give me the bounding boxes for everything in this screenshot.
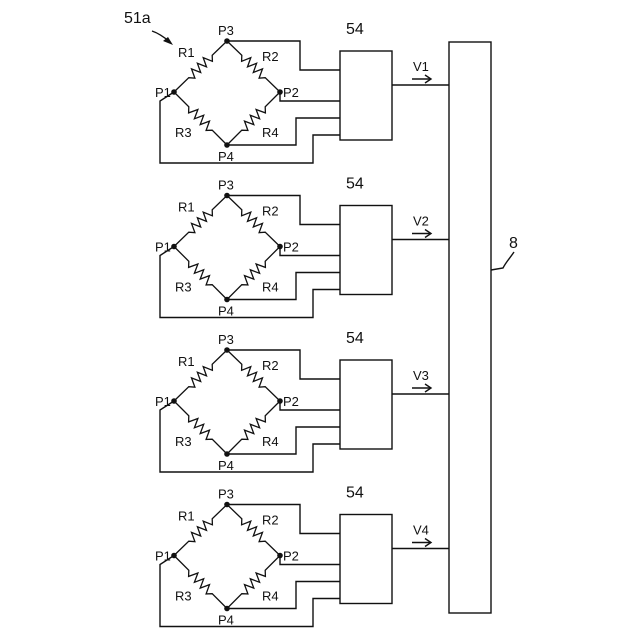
node-label-p3: P3: [218, 487, 234, 502]
node-label-p2: P2: [283, 394, 299, 409]
node-label-p1: P1: [155, 240, 171, 255]
resistor-label-r3: R3: [175, 434, 192, 449]
resistor-label-r3: R3: [175, 589, 192, 604]
wire-5: [227, 427, 340, 454]
node-label-p4: P4: [218, 613, 234, 628]
circuits: 54V1P1P2P3P4R1R2R3R454V2P1P2P3P4R1R2R3R4…: [155, 21, 449, 628]
resistor-label-r1: R1: [178, 509, 195, 524]
node-label-p4: P4: [218, 304, 234, 319]
resistor-label-r1: R1: [178, 354, 195, 369]
resistor-label-r4: R4: [262, 125, 279, 140]
node-label-p2: P2: [283, 240, 299, 255]
node-label-p3: P3: [218, 178, 234, 193]
controller-block: [449, 42, 491, 613]
wire-1: [227, 350, 340, 379]
node-label-p2: P2: [283, 549, 299, 564]
resistor-label-r2: R2: [262, 49, 279, 64]
controller-leader-line: [491, 252, 514, 270]
amplifier-block: [340, 51, 392, 140]
wire-1: [227, 196, 340, 225]
resistor-label-r2: R2: [262, 204, 279, 219]
amplifier-block: [340, 515, 392, 604]
output-label: V4: [413, 523, 429, 538]
amplifier-block: [340, 360, 392, 449]
node-label-p4: P4: [218, 458, 234, 473]
node-label-p1: P1: [155, 85, 171, 100]
output-label: V3: [413, 368, 429, 383]
bridge-circuit-1: 54V1P1 P2 P3P4 R1 R2R3 R4: [155, 21, 449, 164]
amplifier-block: [340, 206, 392, 295]
node-label-p1: P1: [155, 394, 171, 409]
wire-1: [227, 41, 340, 70]
resistor-label-r4: R4: [262, 589, 279, 604]
amplifier-label: 54: [346, 485, 364, 502]
bridge-circuit-2: 54V2P1 P2 P3P4 R1 R2R3 R4: [155, 176, 449, 319]
output-label: V1: [413, 59, 429, 74]
resistor-label-r4: R4: [262, 434, 279, 449]
wire-5: [227, 582, 340, 609]
wire-1: [227, 505, 340, 534]
resistor-label-r4: R4: [262, 280, 279, 295]
node-label-p4: P4: [218, 149, 234, 164]
resistor-label-r3: R3: [175, 280, 192, 295]
node-label-p3: P3: [218, 332, 234, 347]
node-label-p1: P1: [155, 549, 171, 564]
controller-label: 8: [509, 235, 518, 252]
ref-label: 51a: [124, 10, 151, 27]
output-label: V2: [413, 214, 429, 229]
resistor-label-r1: R1: [178, 200, 195, 215]
bridge-circuit-3: 54V3P1 P2 P3P4 R1 R2R3 R4: [155, 330, 449, 473]
resistor-label-r1: R1: [178, 45, 195, 60]
bridge-circuit-4: 54V4P1 P2 P3P4 R1 R2R3 R4: [155, 485, 449, 628]
resistor-label-r3: R3: [175, 125, 192, 140]
resistor-label-r2: R2: [262, 513, 279, 528]
amplifier-label: 54: [346, 176, 364, 193]
amplifier-label: 54: [346, 21, 364, 38]
resistor-label-r2: R2: [262, 358, 279, 373]
node-label-p2: P2: [283, 85, 299, 100]
node-label-p3: P3: [218, 23, 234, 38]
wire-5: [227, 273, 340, 300]
wire-5: [227, 118, 340, 145]
amplifier-label: 54: [346, 330, 364, 347]
